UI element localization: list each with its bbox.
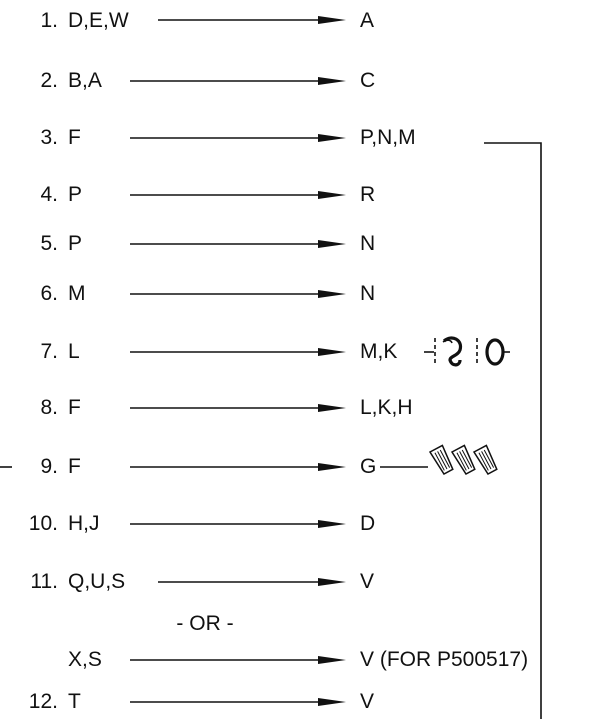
arrow-head [318,77,346,85]
step-target: N [360,282,375,305]
step-target: V (FOR P500517) [360,648,528,671]
arrow-head [318,578,346,586]
step-target: L,K,H [360,396,413,419]
step-target: D [360,512,375,535]
step-source: T [68,690,81,713]
step-source: H,J [68,512,100,535]
arrow-head [318,520,346,528]
step-target: M,K [360,340,397,363]
step-number: 11. [30,570,58,593]
step-number: 3. [40,126,58,149]
step-source: F [68,126,81,149]
step-target: G [360,455,376,478]
step-number: 2. [40,69,58,92]
step-number: 9. [40,455,58,478]
step-source: F [68,455,81,478]
arrow-head [318,16,346,24]
step-target: P,N,M [360,126,416,149]
arrow-head [318,240,346,248]
step-number: 10. [29,512,58,535]
step-number: 6. [40,282,58,305]
bracket-step3-to-bottom [484,142,542,719]
arrow-head [318,348,346,356]
arrow-head [318,134,346,142]
arrow-head [318,656,346,664]
snap-ring-clip-icon [424,336,510,367]
step-source: F [68,396,81,419]
arrow-head [318,191,346,199]
step-target: N [360,232,375,255]
step-number: 7. [40,340,58,363]
step-source: M [68,282,86,305]
step-source: P [68,183,82,206]
arrow-head [318,698,346,706]
step-source: L [68,340,80,363]
arrow-head [318,404,346,412]
step-number: 8. [40,396,58,419]
or-label: - OR - [176,612,233,635]
step-source: B,A [68,69,102,92]
arrow-head [318,463,346,471]
step-target: C [360,69,375,92]
step-source: P [68,232,82,255]
step-source: X,S [68,648,102,671]
step-number: 4. [40,183,58,206]
step-source: Q,U,S [68,570,125,593]
step-source: D,E,W [68,9,129,32]
step-target: V [360,690,374,713]
wire-nut-connectors-icon [380,444,498,476]
step-target: A [360,9,374,32]
step-target: V [360,570,374,593]
step-number: 12. [29,690,58,713]
arrow-head [318,290,346,298]
step-number: 1. [40,9,58,32]
step-target: R [360,183,375,206]
step-number: 5. [40,232,58,255]
